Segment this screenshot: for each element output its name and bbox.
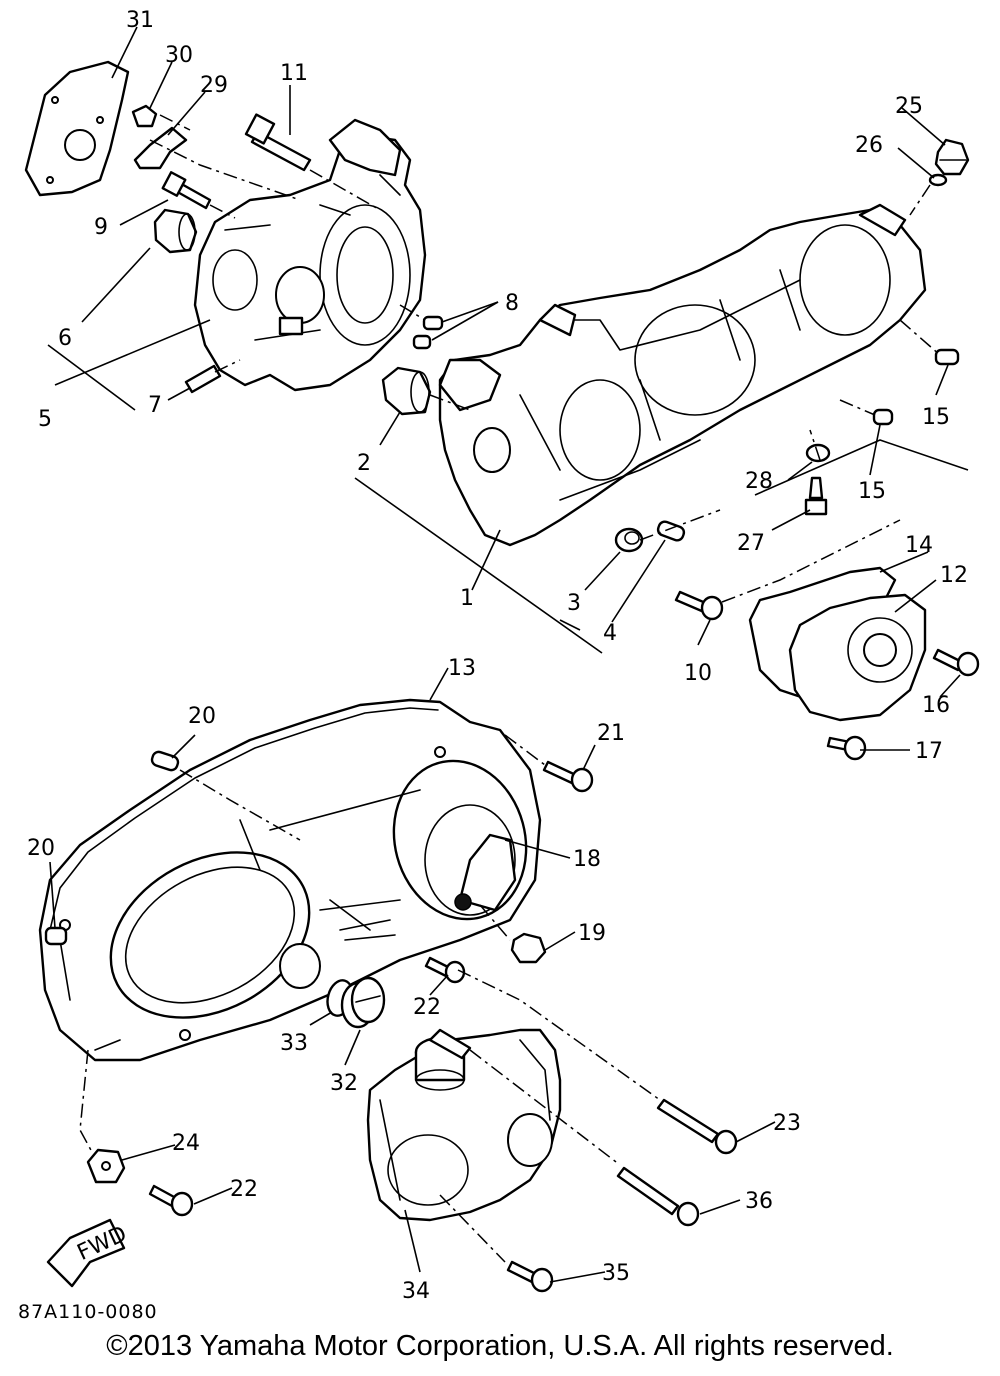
callout-10: 10	[684, 661, 712, 686]
part-23-bolt	[656, 1098, 738, 1155]
part-35-bolt	[506, 1260, 554, 1293]
callout-1: 1	[460, 586, 474, 611]
callout-28: 28	[745, 469, 773, 494]
callout-7: 7	[148, 393, 162, 418]
part-10-bolt	[674, 590, 724, 621]
part-20-dowel-left	[44, 926, 68, 946]
part-12-cover	[788, 593, 927, 722]
part-34-lower-cover	[366, 1028, 562, 1222]
part-15-dowels	[872, 348, 960, 426]
part-6-bushing	[153, 208, 198, 254]
callout-15b: 15	[858, 479, 886, 504]
part-29-bracket	[133, 126, 188, 170]
part-7-stud	[184, 364, 222, 394]
callout-33: 33	[280, 1031, 308, 1056]
part-16-bolt	[932, 648, 980, 677]
callout-12: 12	[940, 563, 968, 588]
callout-36: 36	[745, 1189, 773, 1214]
part-9-bolt	[161, 171, 212, 210]
part-20-dowel-top	[150, 750, 180, 772]
fwd-arrow-icon: FWD	[46, 1218, 131, 1288]
part-31-gasket-plate	[24, 60, 130, 197]
part-27-plug	[804, 476, 828, 516]
part-19-cap	[510, 932, 547, 964]
callout-34: 34	[402, 1279, 430, 1304]
callout-4: 4	[603, 621, 617, 646]
callout-16: 16	[922, 693, 950, 718]
part-17-bolt	[826, 735, 867, 761]
part-13-crankcase-cover	[38, 698, 542, 1062]
part-25-plug	[934, 138, 970, 176]
part-4-dowel	[656, 520, 686, 542]
callout-2: 2	[357, 451, 371, 476]
callout-35: 35	[602, 1261, 630, 1286]
part-code-label: 87A110-0080	[18, 1301, 158, 1323]
callout-30: 30	[165, 43, 193, 68]
callout-6: 6	[58, 326, 72, 351]
part-22-bolt-bottom	[148, 1184, 194, 1217]
leader-lines	[47, 26, 969, 1283]
callout-11: 11	[280, 61, 308, 86]
part-22-bolt-middle	[424, 956, 466, 984]
callout-13: 13	[448, 656, 476, 681]
callout-18: 18	[573, 847, 601, 872]
callout-22a: 22	[413, 995, 441, 1020]
callout-19: 19	[578, 921, 606, 946]
callout-24: 24	[172, 1131, 200, 1156]
callout-14: 14	[905, 533, 933, 558]
callout-27: 27	[737, 531, 765, 556]
part-36-bolt	[616, 1166, 700, 1227]
callout-29: 29	[200, 73, 228, 98]
callout-labels: 31 30 29 11 9 6 5 7 8 2 1 3 4 10 25 26 1…	[27, 8, 968, 1304]
callout-32: 32	[330, 1071, 358, 1096]
copyright-notice: ©2013 Yamaha Motor Corporation, U.S.A. A…	[106, 1330, 894, 1362]
assembly-lines	[79, 114, 941, 1263]
callout-5: 5	[38, 407, 52, 432]
part-24-bracket	[86, 1148, 126, 1184]
part-2-bushing	[381, 366, 432, 416]
callout-22b: 22	[230, 1177, 258, 1202]
part-32-plug	[340, 976, 386, 1029]
callout-3: 3	[567, 591, 581, 616]
callout-25: 25	[895, 94, 923, 119]
callout-26: 26	[855, 133, 883, 158]
callout-23: 23	[773, 1111, 801, 1136]
callout-8: 8	[505, 291, 519, 316]
callout-20b: 20	[27, 836, 55, 861]
callout-17: 17	[915, 739, 943, 764]
part-8-dowels	[412, 315, 444, 350]
part-3-seal	[614, 527, 644, 553]
callout-31: 31	[126, 8, 154, 33]
part-11-bolt	[244, 113, 312, 172]
part-30-clip	[131, 104, 158, 128]
callout-9: 9	[94, 215, 108, 240]
part-5-left-crankcase	[193, 118, 427, 392]
callout-20a: 20	[188, 704, 216, 729]
part-21-bolt	[542, 760, 594, 793]
callout-15a: 15	[922, 405, 950, 430]
part-1-right-crankcase	[438, 203, 927, 547]
callout-21: 21	[597, 721, 625, 746]
